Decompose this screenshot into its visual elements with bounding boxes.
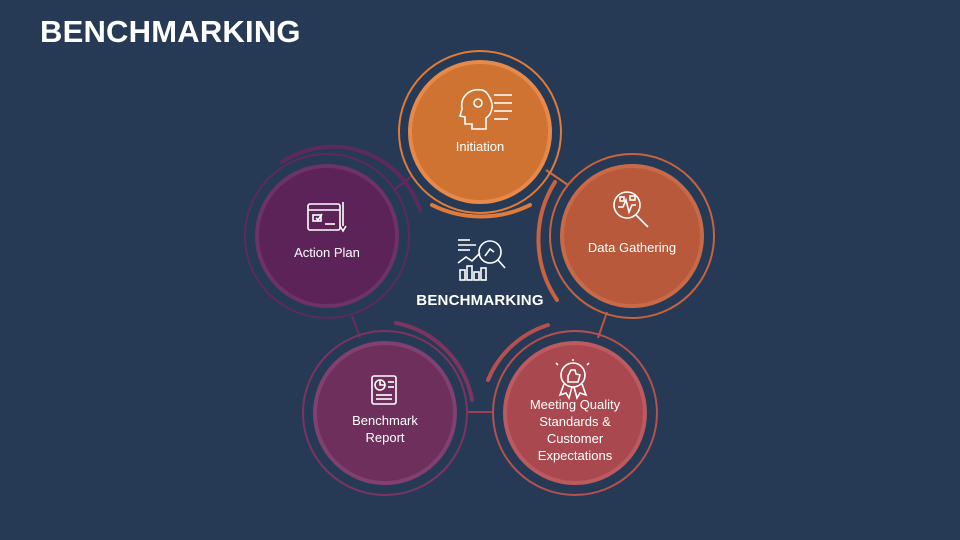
stage-label-initiation: Initiation: [455, 139, 505, 154]
stage-data-gathering: [536, 153, 715, 319]
stage-action-plan: [244, 144, 422, 319]
blueprint-plan-icon: [307, 202, 347, 233]
center-label: BENCHMARKING: [416, 292, 544, 309]
stage-label-meeting-quality: Meeting Quality Standards & Customer Exp…: [529, 397, 621, 463]
head-circuit-icon: [458, 88, 512, 130]
stage-benchmark-report: [302, 321, 474, 496]
stage-initiation: [398, 50, 562, 219]
stage-meeting-quality: [486, 323, 658, 496]
page-title: BENCHMARKING: [40, 14, 301, 49]
magnifier-data-icon: [613, 191, 649, 228]
analytics-chart-magnifier-icon: [457, 239, 506, 281]
report-document-icon: [371, 375, 397, 405]
stage-label-benchmark-report: Benchmark Report: [352, 413, 418, 445]
award-badge-icon: [555, 359, 590, 401]
stage-label-action-plan: Action Plan: [294, 245, 360, 260]
stage-label-data-gathering: Data Gathering: [587, 240, 677, 255]
